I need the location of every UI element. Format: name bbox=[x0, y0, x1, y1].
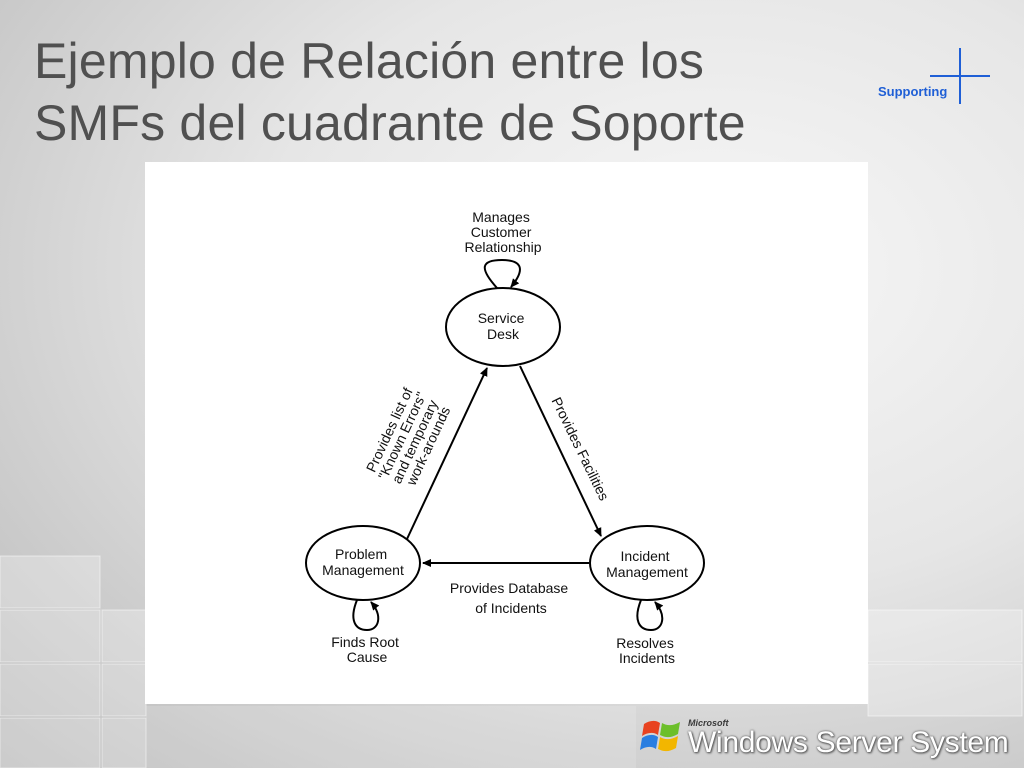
node-incident-management-line-2: Management bbox=[606, 564, 688, 580]
svg-text:Service Desk: Service Desk bbox=[478, 310, 529, 342]
node-incident-management-line-1: Incident bbox=[621, 548, 670, 564]
svg-text:Finds Root Cause: Finds Root Cause bbox=[331, 634, 403, 665]
loop-service-desk-line-1: Manages bbox=[472, 209, 530, 225]
svg-text:Provides Facilities: Provides Facilities bbox=[549, 395, 613, 503]
loop-problem-management-line-1: Finds Root bbox=[331, 634, 399, 650]
edge-service-desk-line-1: Provides Facilities bbox=[549, 395, 613, 503]
svg-text:Manages Customer: Manages Customer Relationship bbox=[464, 209, 541, 255]
svg-text:Provides Database of I: Provides Database of Incidents bbox=[450, 580, 572, 616]
loop-service-desk-line-3: Relationship bbox=[464, 239, 541, 255]
quadrant-label: Supporting bbox=[878, 84, 948, 99]
product-name: Windows Server System bbox=[688, 726, 1009, 759]
node-problem-management-line-2: Management bbox=[322, 562, 404, 578]
node-incident-management: Incident Management bbox=[589, 525, 705, 601]
node-service-desk-line-2: Desk bbox=[487, 326, 520, 342]
loop-problem-management-line-2: Cause bbox=[347, 649, 388, 665]
node-problem-management-line-1: Problem bbox=[335, 546, 387, 562]
edge-service-desk-to-incident: Provides Facilities bbox=[519, 365, 613, 537]
slide-title: Ejemplo de Relación entre los SMFs del c… bbox=[34, 30, 746, 154]
slide-title-line-1: Ejemplo de Relación entre los bbox=[34, 33, 705, 89]
node-service-desk: Service Desk bbox=[445, 287, 561, 367]
smf-relationship-diagram: Service Desk Problem Management Incident… bbox=[305, 209, 705, 666]
self-loop-incident-management: Resolves Incidents bbox=[616, 599, 677, 666]
edge-incident-line-2: of Incidents bbox=[475, 600, 547, 616]
loop-incident-management-line-1: Resolves bbox=[616, 635, 674, 651]
edge-incident-to-problem: Provides Database of Incidents bbox=[422, 559, 589, 616]
windows-flag-icon bbox=[640, 720, 680, 752]
node-problem-management: Problem Management bbox=[305, 525, 421, 601]
microsoft-wordmark: Microsoft bbox=[688, 718, 729, 728]
self-loop-problem-management: Finds Root Cause bbox=[331, 599, 403, 665]
slide-title-line-2: SMFs del cuadrante de Soporte bbox=[34, 95, 746, 151]
self-loop-service-desk: Manages Customer Relationship bbox=[464, 209, 542, 289]
edge-incident-line-1: Provides Database bbox=[450, 580, 569, 596]
diagram-panel: Service Desk Problem Management Incident… bbox=[145, 162, 868, 704]
svg-text:Problem Management: Problem Management bbox=[322, 546, 404, 578]
loop-incident-management-line-2: Incidents bbox=[619, 650, 675, 666]
svg-text:Provides list of "Know: Provides list of "Known Errors" and temp… bbox=[362, 380, 456, 494]
loop-service-desk-line-2: Customer bbox=[471, 224, 532, 240]
quadrant-cross-icon bbox=[930, 48, 990, 104]
node-service-desk-line-1: Service bbox=[478, 310, 525, 326]
svg-text:Resolves Incidents: Resolves Incidents bbox=[616, 635, 677, 666]
edge-problem-to-service-desk: Provides list of "Known Errors" and temp… bbox=[362, 367, 488, 540]
svg-text:Incident Management: Incident Management bbox=[606, 548, 688, 580]
